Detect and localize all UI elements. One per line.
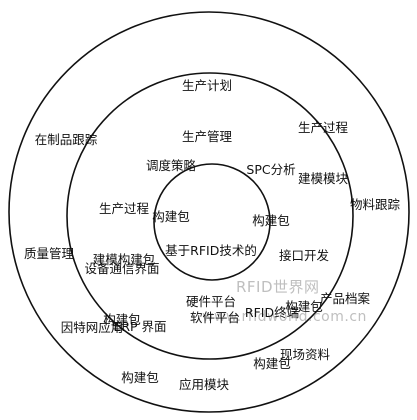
- erp-line2: 构建包: [121, 370, 159, 385]
- inner-ring: [153, 163, 271, 281]
- interface-dev-line2: 构建包: [285, 299, 323, 314]
- material-tracking: 物料跟踪: [349, 197, 400, 212]
- outer-ring: [8, 11, 410, 413]
- production-plan-module: 生产计划 生产管理: [172, 43, 242, 179]
- process-model-package: 生产过程 建模构建包: [84, 166, 164, 302]
- scheduling-line2: 构建包: [152, 209, 190, 224]
- production-plan-line1: 生产计划: [181, 78, 232, 93]
- watermark-brand: RFID世界网: [236, 278, 320, 296]
- spc-line1: SPC分析: [246, 162, 296, 177]
- rfid-terminal-line1: RFID终端: [244, 305, 300, 320]
- spc-package: SPC分析 构建包: [238, 127, 304, 263]
- device-comm-line1: 设备通信界面: [84, 261, 160, 276]
- software-platform: 软件平台: [189, 310, 240, 325]
- scheduling-package: 调度策略 构建包: [136, 123, 206, 259]
- wip-tracking: 在制品跟踪: [34, 132, 98, 147]
- product-archive: 产品档案: [319, 291, 370, 306]
- erp-line1: ERP 界面: [113, 319, 167, 334]
- center-line1: 基于RFID技术的: [165, 243, 257, 258]
- spc-line2: 构建包: [252, 213, 290, 228]
- internet-application: 因特网应用: [60, 320, 124, 335]
- quality-management: 质量管理: [23, 246, 74, 261]
- field-data: 现场资料: [279, 347, 330, 362]
- process-modeling-module: 生产过程 建模模块: [288, 85, 358, 221]
- process-module-line1: 生产过程: [297, 120, 348, 135]
- application-module: 应用模块: [178, 377, 229, 392]
- scheduling-line1: 调度策略: [145, 158, 196, 173]
- middle-ring: [66, 72, 354, 360]
- interface-dev-line1: 接口开发: [278, 248, 329, 263]
- center-label: 基于RFID技术的 硬件平台: [154, 208, 268, 344]
- process-model-line2: 建模构建包: [92, 252, 156, 267]
- interface-dev-package: 接口开发 构建包: [270, 213, 338, 349]
- rfid-terminal-package: RFID终端 构建包: [236, 270, 308, 406]
- rfid-terminal-line2: 构建包: [253, 356, 291, 371]
- production-plan-line2: 生产管理: [181, 129, 232, 144]
- process-module-line2: 建模模块: [297, 171, 348, 186]
- erp-package: ERP 界面 构建包: [104, 284, 176, 420]
- center-line2: 硬件平台: [185, 294, 236, 309]
- device-comm-line2: 构建包: [103, 312, 141, 327]
- process-model-line1: 生产过程: [98, 201, 149, 216]
- device-comm-package: 设备通信界面 构建包: [74, 226, 170, 362]
- watermark-url: www.rfidworld.com.cn: [202, 309, 367, 325]
